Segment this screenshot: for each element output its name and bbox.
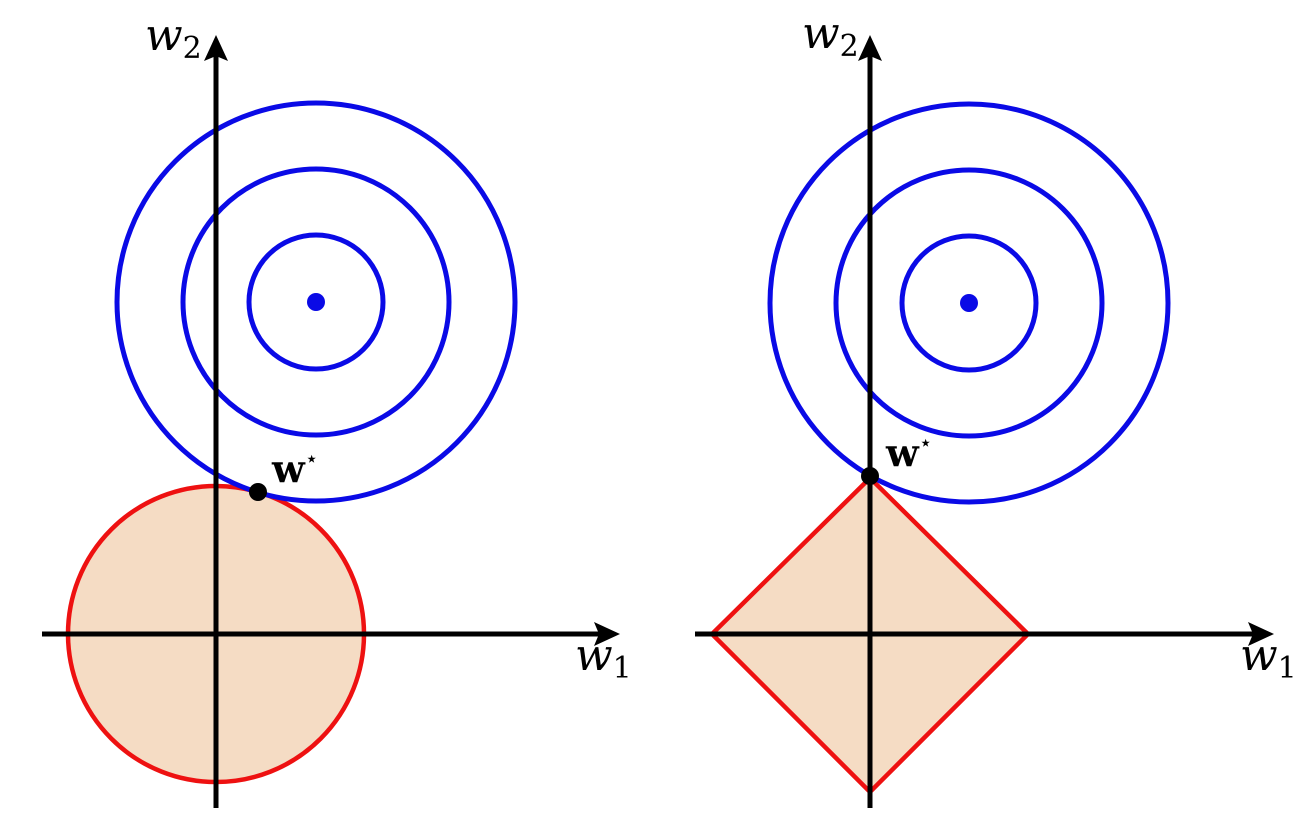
left-y-arrowhead xyxy=(204,35,228,61)
right-x-var: w xyxy=(1240,630,1278,681)
left-y-axis-label: w2 xyxy=(145,10,202,66)
contour-outer xyxy=(767,101,1171,505)
right-y-var: w xyxy=(802,8,840,59)
left-y-var: w xyxy=(145,10,183,61)
right-solution-var: w xyxy=(885,430,920,475)
right-y-sub: 2 xyxy=(840,29,859,64)
right-solution-label: w⋆ xyxy=(885,430,933,475)
left-solution-label: w⋆ xyxy=(271,446,319,491)
right-y-axis-label: w2 xyxy=(802,8,859,64)
left-x-var: w xyxy=(575,630,613,681)
contour-middle xyxy=(833,167,1105,439)
left-panel: w2 w1 w⋆ xyxy=(42,10,632,808)
right-x-sub: 1 xyxy=(1278,651,1297,686)
left-y-sub: 2 xyxy=(183,31,202,66)
contour-outer xyxy=(114,100,518,504)
right-x-arrowhead xyxy=(1248,622,1274,646)
left-solution-star: ⋆ xyxy=(305,447,319,472)
right-panel: w2 w1 w⋆ xyxy=(695,8,1297,808)
right-solution-point xyxy=(861,467,879,485)
contour-inner xyxy=(899,233,1039,373)
right-loss-minimum xyxy=(960,294,978,312)
left-x-sub: 1 xyxy=(613,651,632,686)
right-loss-contours xyxy=(767,101,1171,505)
left-loss-minimum xyxy=(307,293,325,311)
left-loss-contours xyxy=(114,100,518,504)
left-solution-var: w xyxy=(271,446,306,491)
contour-inner xyxy=(246,232,386,372)
left-solution-point xyxy=(249,483,267,501)
right-x-axis-label: w1 xyxy=(1240,630,1297,686)
left-x-axis-label: w1 xyxy=(575,630,632,686)
right-y-arrowhead xyxy=(858,35,882,61)
left-x-arrowhead xyxy=(594,622,620,646)
contour-middle xyxy=(180,166,452,438)
right-solution-star: ⋆ xyxy=(919,431,933,456)
